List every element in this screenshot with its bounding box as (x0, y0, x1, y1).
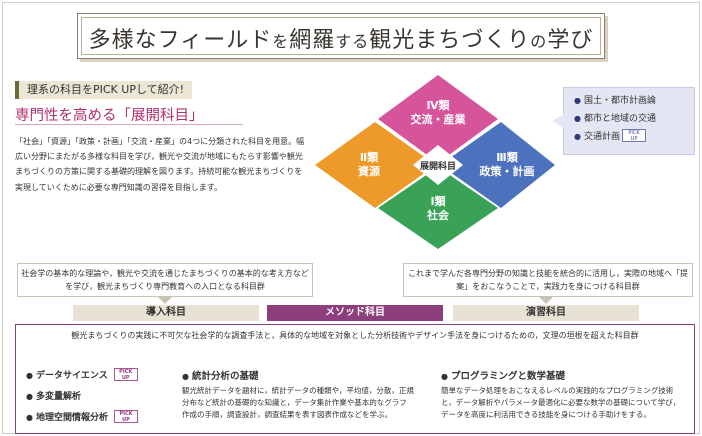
section-heading: 専門性を高める「展開科目」 (15, 108, 204, 124)
center-shape (413, 145, 463, 185)
course-detail-title: 統計分析の基礎 (182, 368, 414, 382)
arrow-down-icon (539, 297, 553, 304)
callout-item: 都市と地域の交通 (574, 110, 694, 128)
course-detail-title: プログラミングと数学基礎 (441, 368, 687, 382)
category-bottom-shape (378, 167, 498, 249)
course-detail-text: 観光統計データを題材に，統計データの種類や，平均値，分散，正規分布など統計の基礎… (182, 386, 414, 419)
diamond-graphic (315, 75, 555, 249)
center-label: 展開科目 (419, 162, 456, 172)
page-title: 多様なフィールドを網羅する観光まちづくりの学び (88, 28, 594, 53)
callout-item: 国土・都市計画論 (574, 92, 694, 110)
method-subjects-box: 観光まちづくりの実践に不可欠な社会学的な調査手法と，具体的な地域を対象とした分析… (15, 324, 695, 434)
heading-divider (15, 124, 243, 125)
category-left-shape (315, 122, 436, 208)
intro-paragraph: 「社会」「資源」「政策・計画」「交流・産業」の4つに分類された科目を用意。幅広い… (15, 137, 305, 192)
category-right-shape (440, 122, 555, 208)
title-box: 多様なフィールドを網羅する観光まちづくりの学び (77, 13, 605, 59)
category-left-label: Ⅱ類資源 (358, 151, 380, 178)
seminar-subjects-label: 演習科目 (453, 305, 639, 321)
course-detail-text: 簡単なデータ処理をおこなえるレベルの実践的なプログラミング技術と，データ解析やパ… (441, 386, 681, 419)
category-top-shape (378, 75, 498, 163)
programming-course-detail: プログラミングと数学基礎 簡単なデータ処理をおこなえるレベルの実践的なプログラミ… (441, 368, 687, 421)
category-bottom-label: Ⅰ類社会 (427, 195, 449, 222)
pickup-banner: 理系の科目をPICK UPして紹介! (15, 81, 193, 99)
intro-subjects-label: 導入科目 (73, 305, 259, 321)
subject-category-diagram: Ⅳ類交流・産業 Ⅱ類資源 Ⅲ類政策・計画 Ⅰ類社会 展開科目 (315, 73, 555, 251)
category-top-label: Ⅳ類交流・産業 (410, 99, 466, 126)
statistics-course-detail: 統計分析の基礎 観光統計データを題材に，統計データの種類や，平均値，分散，正規分… (182, 368, 414, 421)
category-right-label: Ⅲ類政策・計画 (479, 151, 535, 178)
arrow-down-icon (158, 297, 172, 304)
method-subjects-label: メソッド科目 (267, 305, 443, 321)
intro-subjects-description: 社会学の基本的な理論や，観光や交流を通じたまちづくりの基本的な考え方などを学び，… (17, 263, 313, 297)
method-course-item: 多変量解析 (26, 386, 176, 407)
method-subjects-description: 観光まちづくりの実践に不可欠な社会学的な調査手法と，具体的な地域を対象とした分析… (71, 331, 639, 340)
seminar-subjects-description: これまで学んだ各専門分野の知識と技能を統合的に活用し，実際の地域へ「提案」をおこ… (403, 263, 693, 297)
